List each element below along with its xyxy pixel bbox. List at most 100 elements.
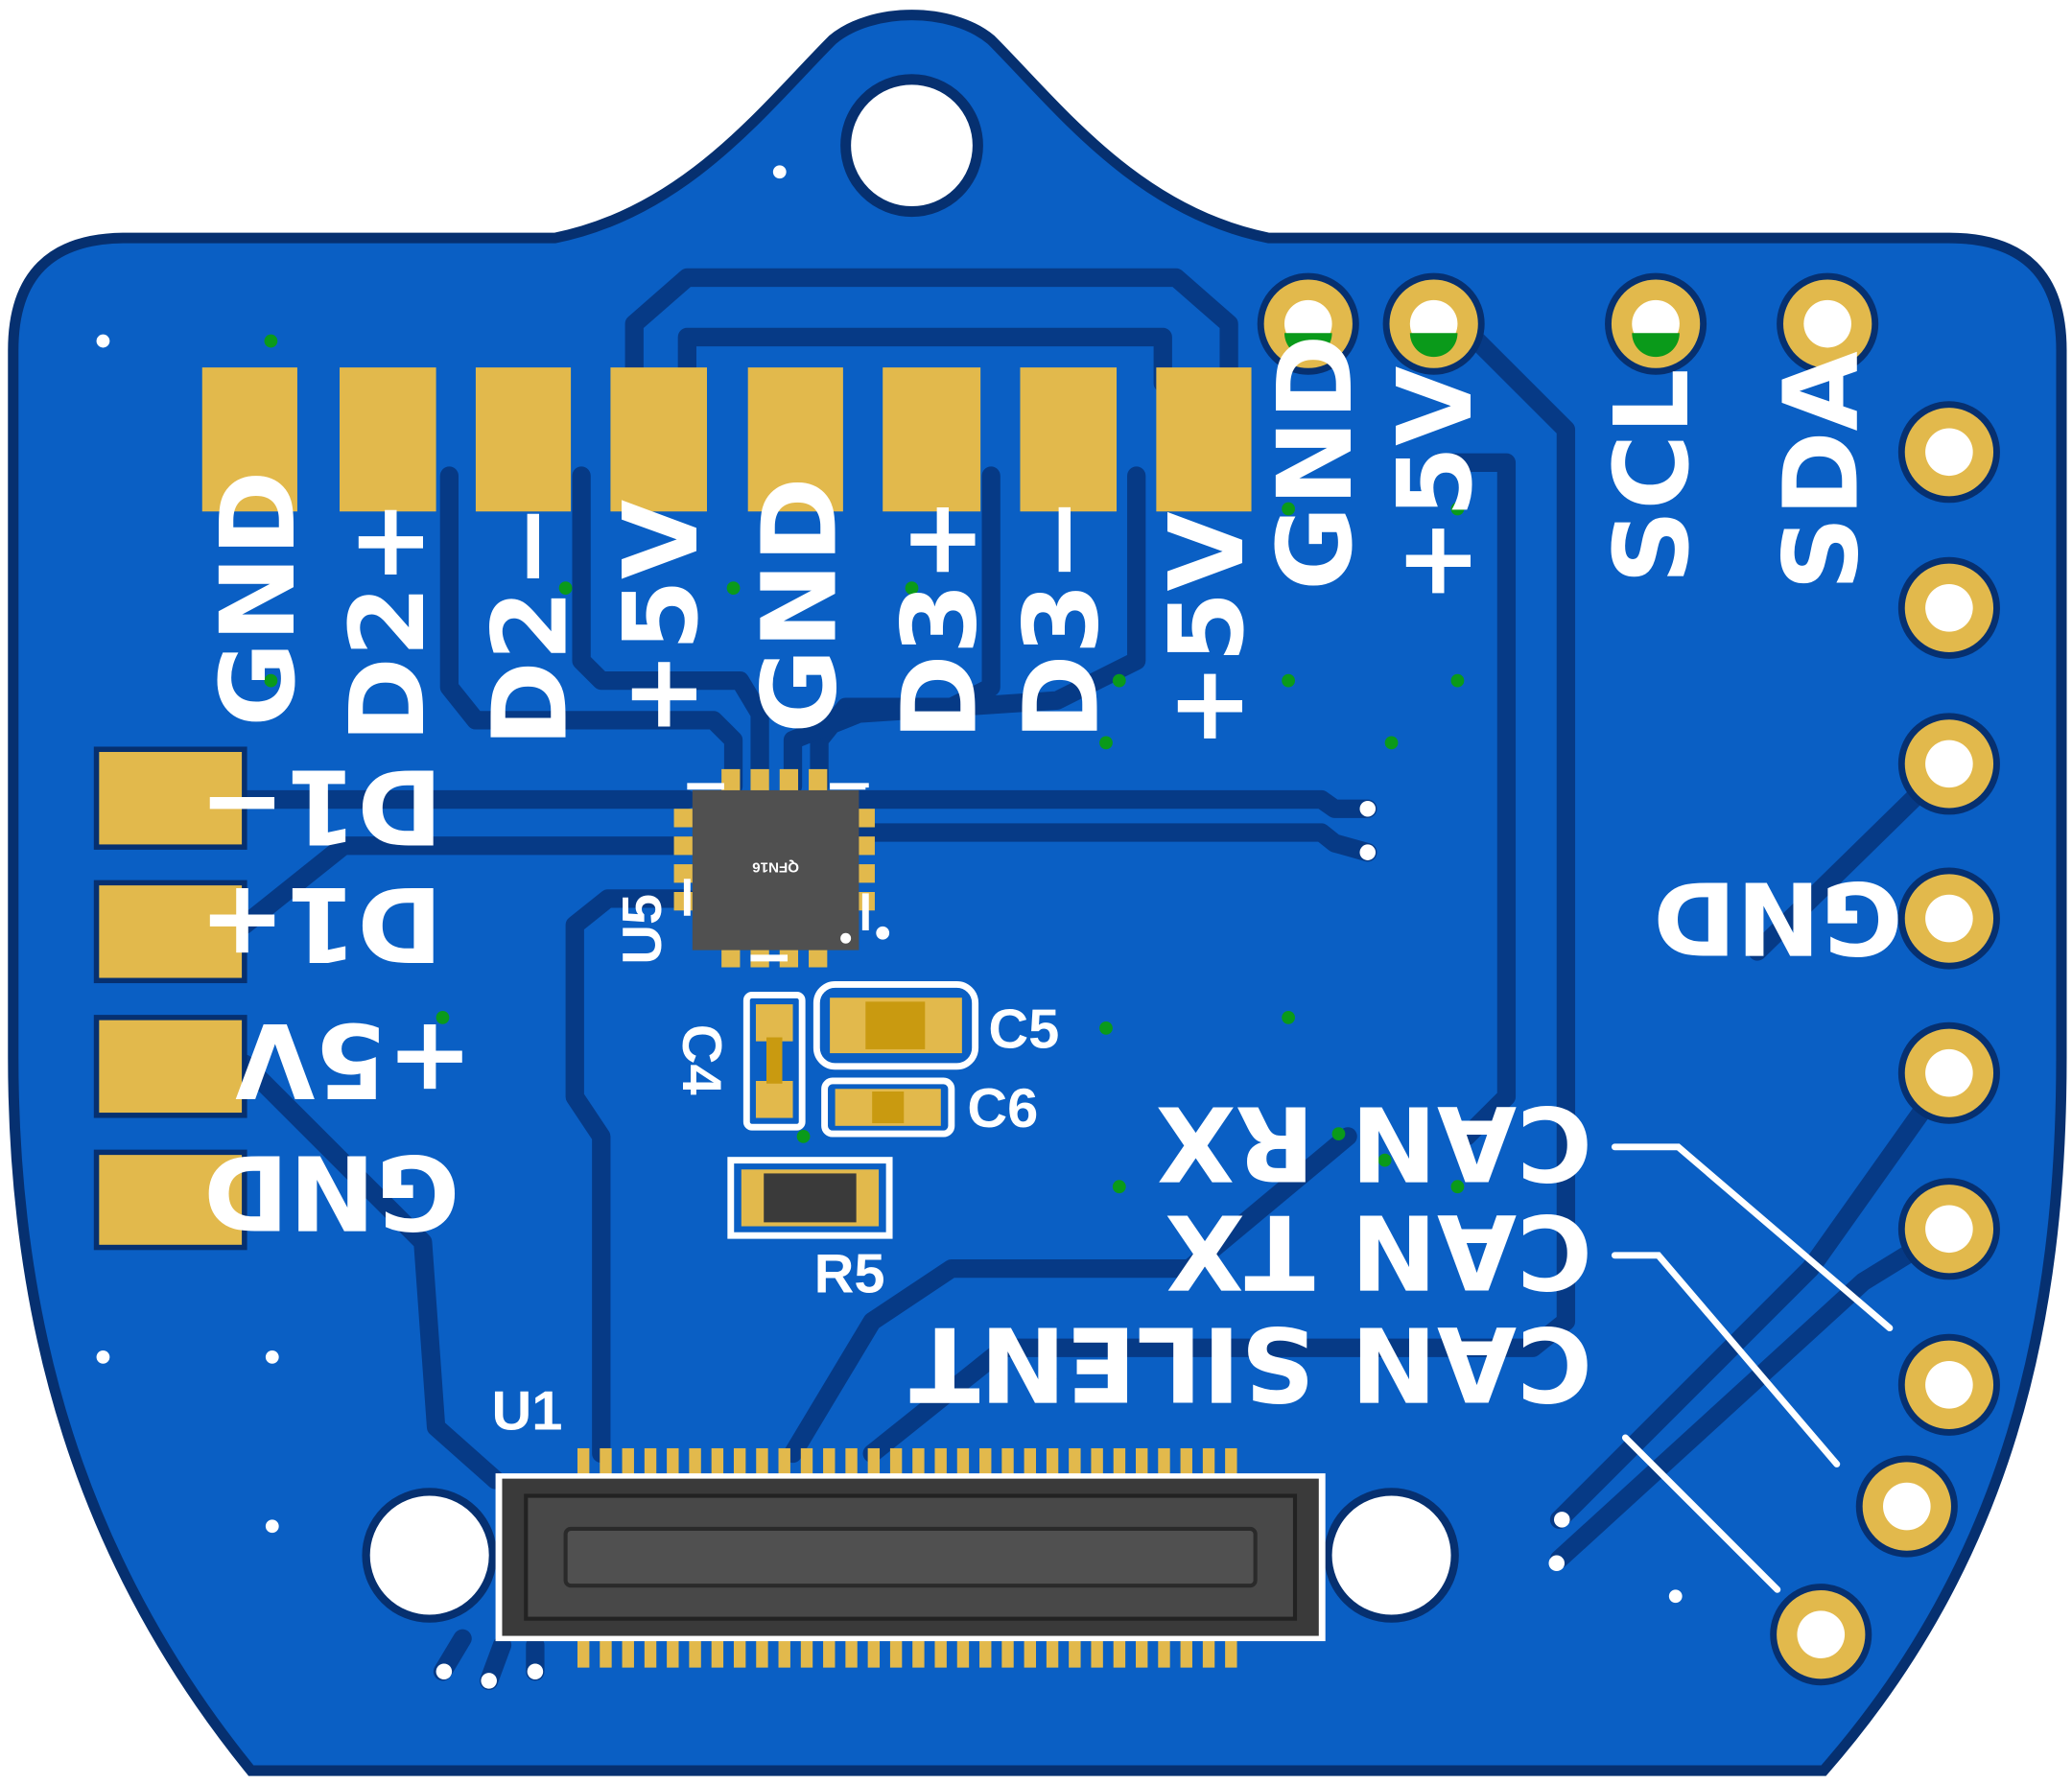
label-header-gnd: GND <box>1256 335 1376 591</box>
connector-pin <box>667 1638 679 1668</box>
connector-pin <box>711 1447 724 1475</box>
connector-pin <box>1001 1447 1014 1475</box>
connector-pin <box>845 1638 858 1668</box>
connector-pin <box>1113 1447 1126 1475</box>
label-left-gnd: GND <box>203 1132 459 1252</box>
connector-pin <box>889 1638 903 1668</box>
mounting-hole-left <box>362 1488 497 1623</box>
connector-pin <box>756 1447 768 1475</box>
connector-pin <box>800 1638 813 1668</box>
connector-pin <box>733 1638 746 1668</box>
refdes-u1: U1 <box>491 1381 562 1443</box>
connector-pin <box>689 1447 701 1475</box>
connector-pin <box>1136 1638 1148 1668</box>
u5-qfn16-chip: QFN16 <box>673 768 875 968</box>
connector-pin <box>823 1447 836 1475</box>
connector-pin <box>956 1447 970 1475</box>
connector-pin <box>1225 1638 1237 1668</box>
smd-pads-left <box>93 746 247 1251</box>
copper-traces <box>235 268 1959 1691</box>
refdes-c4: C4 <box>671 1024 732 1095</box>
label-right-gnd: GND <box>1653 858 1902 975</box>
connector-pin <box>1046 1638 1059 1668</box>
label-left-5v: +5V <box>235 999 473 1119</box>
u1-board-connector <box>495 1447 1326 1668</box>
connector-pin <box>644 1638 657 1668</box>
connector-pin <box>1024 1447 1036 1475</box>
connector-pin <box>1225 1447 1237 1475</box>
connector-pin <box>889 1447 903 1475</box>
label-can-silent: CAN SILENT <box>909 1303 1592 1423</box>
refdes-r5: R5 <box>814 1243 885 1304</box>
capacitor-c5 <box>812 980 979 1070</box>
label-can-tx: CAN TX <box>1166 1191 1592 1311</box>
connector-pin <box>644 1447 657 1475</box>
label-top-d3minus: D3− <box>1001 497 1121 740</box>
connector-pin <box>867 1638 881 1668</box>
capacitor-c4 <box>742 992 806 1131</box>
connector-pin <box>867 1447 881 1475</box>
connector-pin <box>756 1638 768 1668</box>
smd-pads-top <box>201 367 1252 512</box>
header-pads <box>1257 272 2000 1686</box>
connector-pin <box>577 1447 590 1475</box>
connector-pin <box>979 1638 992 1668</box>
connector-pin <box>1202 1447 1215 1475</box>
label-header-scl: SCL <box>1592 368 1712 584</box>
test-points <box>264 334 1465 1194</box>
refdes-c5: C5 <box>988 999 1059 1061</box>
connector-pin <box>1069 1447 1081 1475</box>
reference-designators: U5 C4 C5 C6 R5 U1 <box>491 894 1059 1443</box>
label-top-d3plus: D3+ <box>881 497 1001 740</box>
connector-pin <box>577 1638 590 1668</box>
connector-pin <box>979 1447 992 1475</box>
vias <box>96 165 1683 1689</box>
mounting-hole-top <box>840 74 983 218</box>
connector-pin <box>600 1638 612 1668</box>
capacitor-c6 <box>821 1077 955 1138</box>
connector-pin <box>1180 1447 1192 1475</box>
connector-pin <box>934 1638 947 1668</box>
connector-pin <box>1091 1447 1103 1475</box>
connector-pin <box>845 1447 858 1475</box>
connector-pin <box>711 1638 724 1668</box>
connector-pin <box>1091 1638 1103 1668</box>
refdes-u5: U5 <box>612 894 673 965</box>
connector-pin <box>689 1638 701 1668</box>
connector-pin <box>1158 1447 1170 1475</box>
connector-pin <box>600 1447 612 1475</box>
connector-pin <box>823 1638 836 1668</box>
resistor-r5 <box>727 1157 893 1239</box>
label-can-rx: CAN RX <box>1156 1083 1592 1203</box>
label-top-d2plus: D2+ <box>328 499 448 742</box>
connector-pin <box>1046 1447 1059 1475</box>
label-left-d1minus: D1− <box>200 745 443 865</box>
label-top-d2minus: D2− <box>471 504 591 747</box>
label-top-5v-2: +5V <box>1147 511 1267 749</box>
connector-pin <box>1113 1638 1126 1668</box>
connector-pin <box>733 1447 746 1475</box>
connector-pin <box>778 1447 790 1475</box>
connector-pin <box>1001 1638 1014 1668</box>
connector-pin <box>800 1447 813 1475</box>
label-left-d1plus: D1+ <box>200 863 443 983</box>
label-top-5v-1: +5V <box>601 500 721 738</box>
connector-pin <box>1069 1638 1081 1668</box>
connector-pin <box>622 1447 634 1475</box>
connector-pin <box>1202 1638 1215 1668</box>
connector-pin <box>912 1447 925 1475</box>
connector-pin <box>622 1638 634 1668</box>
refdes-c6: C6 <box>967 1078 1038 1139</box>
rotated-labels: D1− D1+ +5V GND GND CAN RX CAN TX CAN SI… <box>200 745 1903 1422</box>
connector-pin <box>667 1447 679 1475</box>
label-top-gnd-1: GND <box>199 471 318 727</box>
u5-package-label: QFN16 <box>752 859 799 876</box>
connector-pin <box>912 1638 925 1668</box>
connector-pin <box>1024 1638 1036 1668</box>
connector-pin <box>1180 1638 1192 1668</box>
label-header-5v: +5V <box>1376 366 1495 604</box>
mounting-hole-right <box>1324 1488 1459 1623</box>
connector-pin <box>1136 1447 1148 1475</box>
top-pad-labels: GND D2+ D2− +5V GND D3+ D3− +5V GND +5V … <box>199 335 1882 750</box>
connector-pin <box>934 1447 947 1475</box>
